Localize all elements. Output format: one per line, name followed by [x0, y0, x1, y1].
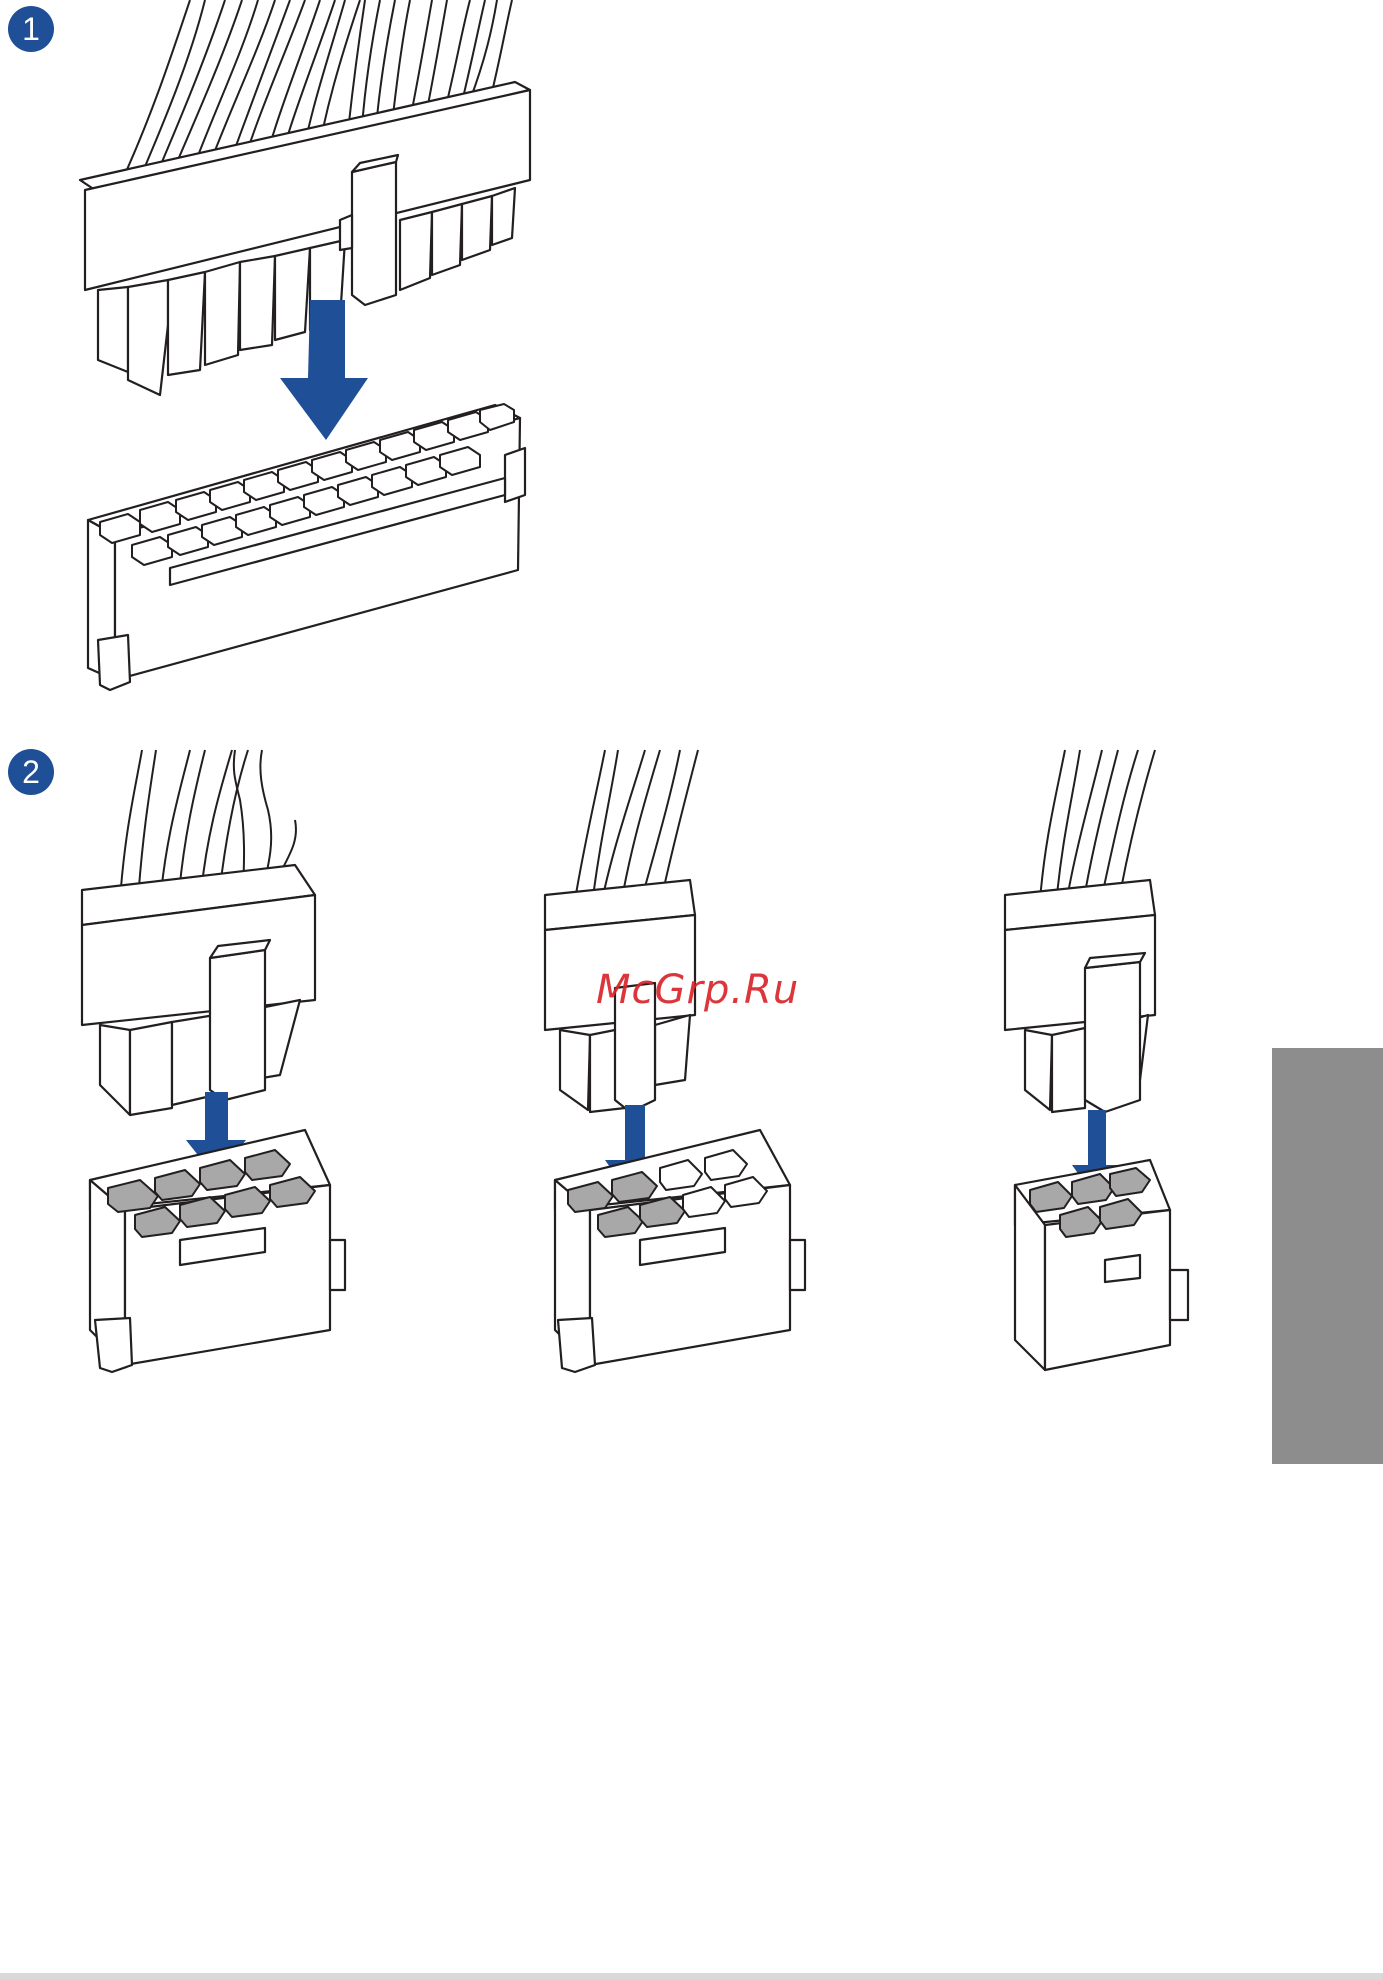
24-pin-atx-plug	[80, 0, 530, 395]
8-pin-pcie-socket	[555, 1130, 805, 1372]
section-side-tab	[1272, 1048, 1383, 1464]
footer-line	[0, 1973, 1383, 1980]
watermark: McGrp.Ru	[596, 967, 799, 1013]
8-pin-eps-socket	[90, 1130, 345, 1372]
8-pin-pcie-plug	[545, 750, 698, 1112]
6-pin-pcie-socket	[1015, 1160, 1188, 1370]
24-pin-atx-socket	[88, 404, 525, 690]
6-pin-pcie-plug	[1005, 750, 1155, 1112]
8-pin-eps-plug	[82, 750, 315, 1115]
